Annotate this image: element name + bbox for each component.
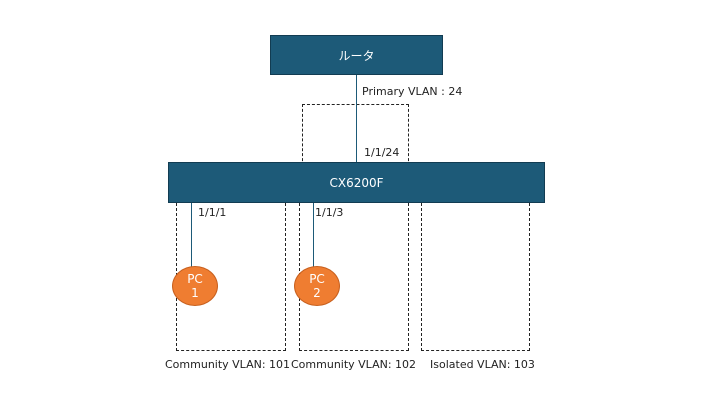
switch-label: CX6200F	[329, 175, 384, 190]
pc1-label-line2: 1	[191, 286, 199, 300]
isolated-vlan-103-area	[421, 193, 530, 351]
pc1-label-line1: PC	[187, 272, 203, 286]
router-node[interactable]: ルータ	[270, 35, 443, 75]
vlan-101-label: Community VLAN: 101	[165, 358, 291, 371]
pc2-label-line2: 2	[313, 286, 321, 300]
pc1-link-line	[191, 203, 192, 269]
router-uplink-line	[356, 74, 357, 162]
pc2-link-line	[313, 203, 314, 269]
pc2-port-label: 1/1/3	[315, 206, 344, 219]
pc1-port-label: 1/1/1	[198, 206, 227, 219]
vlan-103-label: Isolated VLAN: 103	[430, 358, 535, 371]
router-label: ルータ	[338, 48, 375, 63]
pc2-label-line1: PC	[309, 272, 325, 286]
vlan-102-label: Community VLAN: 102	[291, 358, 417, 371]
pc2-node[interactable]: PC 2	[294, 266, 340, 306]
uplink-port-label: 1/1/24	[364, 146, 400, 159]
switch-node[interactable]: CX6200F	[168, 162, 545, 203]
pc1-node[interactable]: PC 1	[172, 266, 218, 306]
primary-vlan-label: Primary VLAN : 24	[362, 85, 463, 98]
